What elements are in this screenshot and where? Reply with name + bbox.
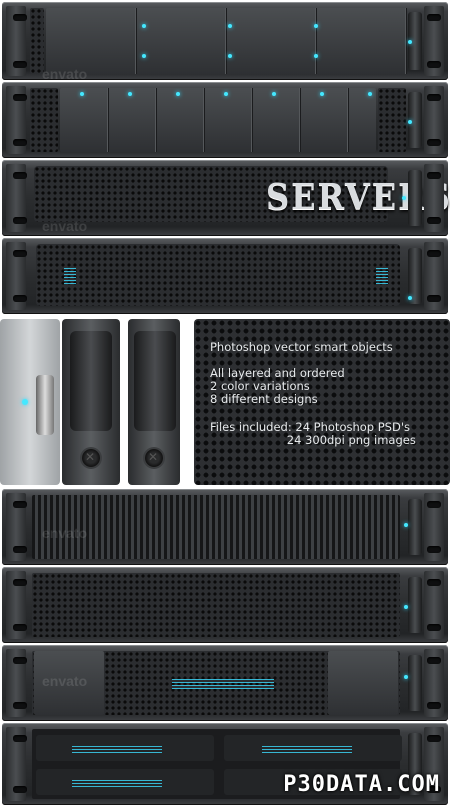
power-led (408, 296, 412, 300)
rack-ear-left (6, 86, 27, 154)
server-unit-3: SERVERS envato (2, 160, 450, 236)
rack-ear-right (424, 727, 444, 801)
rack-ear-left (6, 571, 27, 639)
grill-panel (32, 495, 400, 559)
activity-glow-right (376, 266, 388, 284)
activity-glow-left (64, 266, 76, 284)
power-led (404, 605, 408, 609)
server-unit-2 (2, 82, 448, 158)
drive-bay-panel (60, 88, 376, 152)
rack-ear-left (6, 164, 27, 232)
rack-ear-right (424, 493, 444, 561)
activity-glow (72, 779, 162, 787)
activity-glow (262, 745, 352, 753)
info-line: Files included: 24 Photoshop PSD's (210, 420, 410, 434)
watermark: envato (42, 218, 88, 234)
screw-icon (82, 449, 100, 467)
rack-handle (408, 12, 422, 70)
side-panel-right (328, 651, 398, 715)
server-unit-6 (2, 567, 448, 643)
info-line: All layered and ordered (210, 366, 345, 380)
rack-handle (408, 92, 422, 148)
detail-section: envato Photoshop vector smart objects Al… (0, 319, 450, 485)
power-led (404, 523, 408, 527)
info-line: 24 300dpi png images (210, 433, 416, 447)
rack-handle (408, 733, 422, 795)
closeup-handle-1 (62, 319, 120, 485)
server-unit-4 (2, 238, 448, 314)
rack-ear-right (424, 6, 444, 76)
power-led (404, 675, 408, 679)
perforated-panel (32, 573, 400, 637)
rack-ear-left (6, 649, 27, 717)
screw-icon (145, 449, 163, 467)
rack-ear-right (424, 164, 444, 232)
watermark: envato (42, 673, 88, 689)
info-line: 8 different designs (210, 392, 318, 406)
server-unit-8 (2, 723, 448, 805)
rack-handle (408, 577, 422, 633)
rack-ear-right (424, 571, 444, 639)
closeup-handle-2 (128, 319, 180, 485)
drive-slot (224, 769, 402, 795)
bezel-panel (36, 244, 400, 306)
drive-bay-panel (46, 8, 407, 74)
rack-ear-left (6, 242, 27, 310)
handle-grip (134, 331, 176, 431)
info-line: Photoshop vector smart objects (210, 340, 393, 354)
activity-glow (72, 745, 162, 753)
mesh-panel (34, 166, 388, 222)
site-brand-watermark: P30DATA.COM (283, 772, 440, 797)
side-panel-left (34, 651, 104, 715)
power-led (408, 40, 412, 44)
closeup-silver: envato (0, 319, 107, 485)
watermark: envato (42, 525, 88, 541)
rack-handle (408, 170, 422, 226)
server-unit-1: envato (2, 2, 448, 82)
watermark: envato (42, 66, 88, 82)
rack-handle (408, 655, 422, 711)
power-led (408, 120, 412, 124)
info-line: 2 color variations (210, 379, 310, 393)
rack-ear-right (424, 649, 444, 717)
server-unit-7: envato (2, 645, 448, 721)
handle-grip (70, 331, 112, 431)
info-panel: Photoshop vector smart objects All layer… (194, 319, 450, 485)
activity-glow (172, 677, 274, 689)
rack-handle (408, 248, 422, 304)
rack-ear-right (424, 242, 444, 310)
rack-handle (408, 499, 422, 555)
rack-ear-right (424, 86, 444, 154)
rack-ear-left (6, 6, 27, 76)
servers-logo: SERVERS (266, 176, 450, 218)
rack-ear-left (6, 727, 27, 801)
rack-ear-left (6, 493, 27, 561)
latch (36, 375, 54, 435)
power-led (22, 399, 28, 405)
server-unit-5: envato (2, 489, 448, 565)
power-led (402, 196, 406, 200)
